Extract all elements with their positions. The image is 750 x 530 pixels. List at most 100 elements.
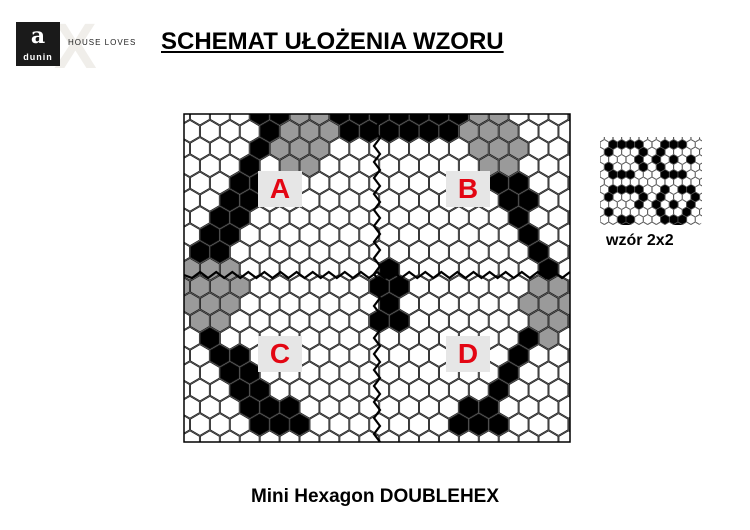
hex-tile: [209, 114, 230, 126]
preview-hex-tile: [686, 199, 696, 210]
sheet-seam: [183, 270, 571, 280]
hex-tile: [349, 137, 370, 160]
hex-tile: [219, 223, 240, 247]
logo-box: a dunin: [16, 22, 60, 66]
hex-tile: [329, 114, 350, 126]
preview-hex-tile: [690, 162, 700, 172]
hex-tile: [259, 430, 280, 442]
preview-hex-tile: [625, 199, 635, 210]
preview-hex-tile: [647, 177, 657, 187]
preview-hex-tile: [621, 147, 631, 157]
preview-hex-tile: [643, 214, 652, 225]
hex-tile: [528, 171, 549, 195]
hex-tile: [309, 275, 330, 298]
hex-tile: [458, 395, 479, 419]
hex-tile: [538, 361, 559, 385]
preview-hex-tile: [695, 214, 702, 225]
hex-tile: [558, 188, 570, 212]
hex-tile: [508, 206, 529, 229]
hex-tile: [249, 378, 270, 402]
hex-tile: [379, 430, 400, 442]
hex-tile: [478, 430, 499, 442]
hex-tile: [518, 188, 539, 212]
preview-hex-tile: [686, 154, 696, 165]
hex-tile: [468, 114, 489, 126]
hex-tile: [419, 292, 439, 316]
hex-tile: [309, 137, 330, 160]
preview-hex-tile: [664, 137, 674, 142]
preview-hex-tile: [608, 214, 618, 225]
hex-tile: [249, 137, 270, 160]
preview-hex-tile: [600, 207, 605, 217]
hex-tile: [329, 413, 350, 436]
hex-tile: [409, 114, 429, 126]
preview-hex-tile: [673, 137, 683, 142]
preview-hex-tile: [621, 137, 631, 142]
hex-tile: [448, 206, 469, 229]
preview-hex-tile: [677, 154, 687, 165]
preview-hex-tile: [617, 169, 626, 180]
hex-tile: [379, 292, 400, 316]
preview-hex-tile: [647, 192, 657, 202]
hex-tile: [488, 344, 509, 367]
hex-tile: [508, 413, 529, 436]
hex-tile: [349, 413, 370, 436]
hex-tile: [299, 395, 320, 419]
preview-hex-tile: [686, 214, 696, 225]
preview-hex-tile: [699, 148, 702, 156]
hex-tile: [468, 137, 489, 160]
hex-tile: [199, 430, 220, 442]
preview-hex-tile: [613, 207, 622, 217]
hex-tile: [184, 277, 190, 296]
product-name: Mini Hexagon DOUBLEHEX: [250, 486, 500, 507]
hex-tile: [538, 119, 559, 143]
hex-tile: [508, 240, 529, 264]
hex-tile: [498, 292, 519, 316]
hex-tile: [389, 137, 409, 160]
hex-tile: [269, 275, 290, 298]
preview-hex-tile: [686, 169, 696, 180]
preview-hex-tile: [651, 139, 661, 150]
hex-tile: [548, 309, 569, 333]
hex-tile: [498, 154, 519, 178]
hex-tile: [518, 326, 539, 350]
preview-hex-tile: [600, 147, 605, 157]
preview-hex-tile: [647, 222, 657, 225]
hex-tile: [419, 223, 439, 247]
hex-tile: [289, 413, 310, 436]
brand-logo: X a dunin HOUSE LOVES: [16, 14, 156, 78]
hex-tile: [299, 188, 320, 212]
section-label-a: A: [258, 171, 302, 207]
hex-tile: [538, 326, 559, 350]
preview-hex-tile: [664, 222, 674, 225]
hex-tile: [399, 154, 419, 178]
preview-hex-tile: [682, 162, 691, 172]
preview-hex-tile: [656, 147, 665, 157]
hex-tile: [498, 430, 519, 442]
hex-tile: [279, 223, 300, 247]
hex-tile: [229, 114, 250, 126]
hex-tile: [558, 154, 570, 178]
hex-tile: [369, 171, 390, 195]
hex-tile: [249, 309, 270, 333]
hex-tile: [199, 223, 220, 247]
preview-hex-tile: [608, 184, 618, 195]
preview-hex-tile: [643, 169, 652, 180]
preview-hex-tile: [638, 177, 648, 187]
hex-tile: [488, 413, 509, 436]
preview-hex-tile: [630, 162, 639, 172]
hex-tile: [379, 223, 400, 247]
hex-tile: [279, 430, 300, 442]
hex-tile: [184, 292, 200, 316]
hex-tile: [329, 275, 350, 298]
hex-tile: [329, 171, 350, 195]
preview-hex-tile: [699, 208, 702, 216]
hex-tile: [528, 137, 549, 160]
hex-tile: [558, 430, 570, 442]
preview-hex-tile: [660, 199, 670, 210]
hex-tile: [369, 275, 390, 298]
preview-hex-tile: [682, 177, 691, 187]
hex-tile: [488, 309, 509, 333]
hex-tile: [439, 292, 459, 316]
hex-tile: [558, 223, 570, 247]
